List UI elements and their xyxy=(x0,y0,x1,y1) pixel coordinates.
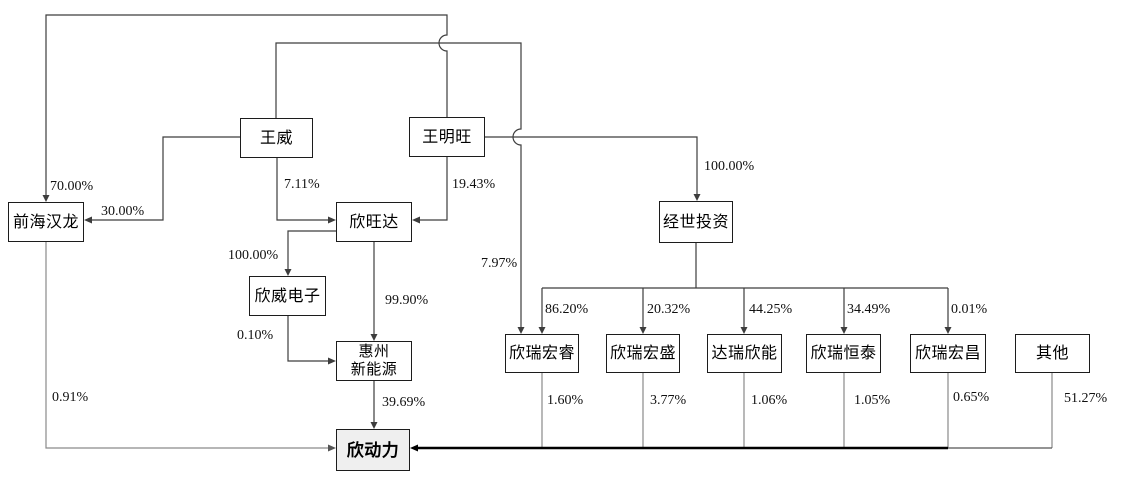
node-darui-xinneng: 达瑞欣能 xyxy=(707,334,782,373)
ownership-label-86-20: 86.20% xyxy=(545,302,589,317)
ownership-label-70-00: 70.00% xyxy=(50,179,94,194)
edge-wangwei-xinwangda xyxy=(276,158,336,224)
node-label: 王威 xyxy=(259,129,293,147)
edge-huizhou-xindongli xyxy=(370,381,378,429)
ownership-label-3-77: 3.77% xyxy=(650,393,687,408)
ownership-label-1-06: 1.06% xyxy=(751,393,788,408)
node-label: 欣瑞宏睿 xyxy=(508,345,575,362)
edge-xinweidianzi-huizhou xyxy=(287,316,336,365)
node-xinrui-hongsheng: 欣瑞宏盛 xyxy=(606,334,680,373)
edge-wangwei-qianhaihanlong xyxy=(84,136,240,224)
edge-shareholders-bus-xindongli xyxy=(410,373,1053,452)
node-wang-mingwang: 王明旺 xyxy=(409,117,485,157)
ownership-label-39-69: 39.69% xyxy=(382,395,426,410)
edge-wangmingwang-jingshitouzi xyxy=(485,136,701,201)
node-label: 其他 xyxy=(1035,345,1069,362)
ownership-label-51-27: 51.27% xyxy=(1064,391,1108,406)
node-xinrui-hongrui: 欣瑞宏睿 xyxy=(505,334,579,373)
node-xinrui-hongchang: 欣瑞宏昌 xyxy=(910,334,986,373)
ownership-label-7-97: 7.97% xyxy=(481,256,518,271)
ownership-label-7-11: 7.11% xyxy=(284,177,320,192)
node-label: 达瑞欣能 xyxy=(711,345,778,362)
ownership-label-1-60: 1.60% xyxy=(547,393,584,408)
edge-wangmingwang-xinwangda xyxy=(412,157,448,224)
ownership-label-1-05: 1.05% xyxy=(854,393,891,408)
edge-xinwangda-huizhou xyxy=(370,242,378,341)
ownership-label-20-32: 20.32% xyxy=(647,302,691,317)
node-label-line2: 新能源 xyxy=(350,362,398,378)
node-jingshi-touzi: 经世投资 xyxy=(659,201,733,243)
node-label: 欣瑞宏昌 xyxy=(914,345,981,362)
node-xindongli: 欣动力 xyxy=(336,429,410,471)
ownership-label-19-43: 19.43% xyxy=(452,177,496,192)
edge-wangwei-xinruihongrui xyxy=(275,42,525,334)
edge-jingshitouzi-distribution xyxy=(538,243,952,334)
node-label: 欣瑞宏盛 xyxy=(609,345,676,362)
edge-xinwangda-xinweidianzi xyxy=(284,230,336,276)
node-label: 欣旺达 xyxy=(349,213,399,231)
node-qita: 其他 xyxy=(1015,334,1090,373)
ownership-label-30-00: 30.00% xyxy=(101,204,145,219)
edge-qianhaihanlong-xindongli xyxy=(45,242,336,452)
ownership-label-100-xinwei: 100.00% xyxy=(228,248,279,263)
node-label: 经世投资 xyxy=(662,213,729,231)
ownership-label-0-10: 0.10% xyxy=(237,328,274,343)
ownership-label-34-49: 34.49% xyxy=(847,302,891,317)
ownership-label-100-jingshi: 100.00% xyxy=(704,159,755,174)
node-label: 欣动力 xyxy=(346,440,400,460)
edge-wangmingwang-qianhaihanlong xyxy=(42,14,448,202)
node-label: 欣威电子 xyxy=(254,287,321,305)
node-xinwangda: 欣旺达 xyxy=(336,202,412,242)
ownership-label-0-01: 0.01% xyxy=(951,302,988,317)
ownership-label-99-90: 99.90% xyxy=(385,293,429,308)
node-huizhou-xinnengyuan: 惠州 新能源 xyxy=(336,341,412,381)
node-label-line1: 惠州 xyxy=(358,344,390,360)
ownership-label-44-25: 44.25% xyxy=(749,302,793,317)
node-xinwei-dianzi: 欣威电子 xyxy=(249,276,326,316)
node-label: 王明旺 xyxy=(422,128,472,146)
node-wang-wei: 王威 xyxy=(240,118,313,158)
node-label: 欣瑞恒泰 xyxy=(810,345,877,362)
node-label: 前海汉龙 xyxy=(12,213,79,231)
ownership-label-0-65: 0.65% xyxy=(953,390,990,405)
node-qianhai-hanlong: 前海汉龙 xyxy=(8,202,84,242)
ownership-label-0-91: 0.91% xyxy=(52,390,89,405)
node-xinrui-hengtai: 欣瑞恒泰 xyxy=(806,334,881,373)
